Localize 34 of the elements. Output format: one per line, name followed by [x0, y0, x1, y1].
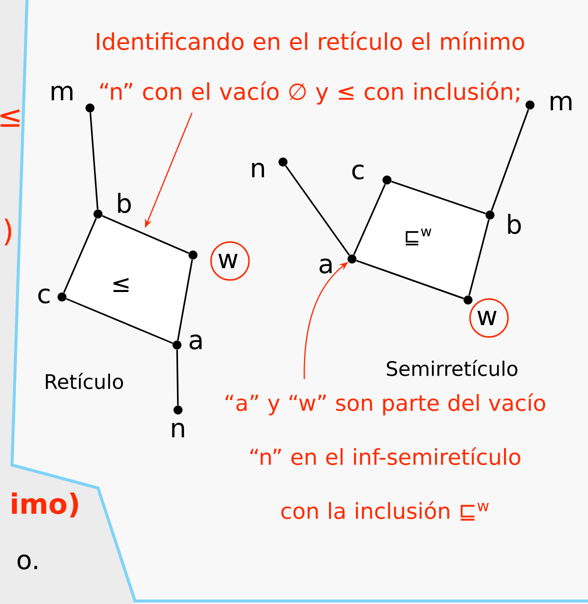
- vertex-label: m: [550, 96, 572, 110]
- vertex-label: c: [352, 164, 364, 180]
- diagram-label: Semirretículo: [386, 360, 518, 376]
- lattice-edge: [356, 260, 464, 300]
- vertex-label: b: [508, 214, 521, 234]
- vertex-label: w: [218, 254, 238, 268]
- vertex-label: c: [38, 288, 50, 304]
- vertex-label: a: [190, 334, 202, 350]
- vertex-label: n: [252, 162, 264, 178]
- lattice-edge: [490, 109, 530, 211]
- lattice-edge: [176, 350, 179, 406]
- lattice-edge: [468, 219, 490, 296]
- note-text: “a” y “w” son parte del vacío “n” en el inf-semiretículo con la inclusión ⊑$^{w}$: [226, 393, 546, 521]
- lattice-edge: [90, 112, 98, 210]
- fragment-text: o.: [18, 554, 38, 570]
- fragment-text: imo): [12, 492, 78, 518]
- lattice-edge: [391, 180, 486, 214]
- vertex-label: w: [477, 310, 497, 326]
- lattice-edge: [102, 215, 189, 254]
- lattice-edge: [177, 260, 193, 341]
- lattice-edge: [353, 184, 386, 256]
- vertex-label: a: [320, 258, 332, 274]
- lattice-edge: [63, 218, 97, 293]
- fragment-text: ≤: [0, 109, 20, 127]
- diagram-label: Retículo: [46, 372, 124, 390]
- vertex-label: n: [172, 422, 184, 438]
- vertex-label: m: [52, 86, 72, 100]
- fragment-text: ): [4, 218, 12, 246]
- order-symbol: ⊑$^{w}$: [406, 228, 432, 246]
- lattice-edge: [285, 165, 350, 256]
- order-symbol: ≤: [114, 278, 129, 292]
- caption-text: Identificando en el retículo el mínimo “n” con el vacío ∅ y ≤ con inclusión;: [96, 31, 524, 105]
- vertex-label: b: [118, 192, 131, 214]
- lattice-edge: [66, 298, 173, 344]
